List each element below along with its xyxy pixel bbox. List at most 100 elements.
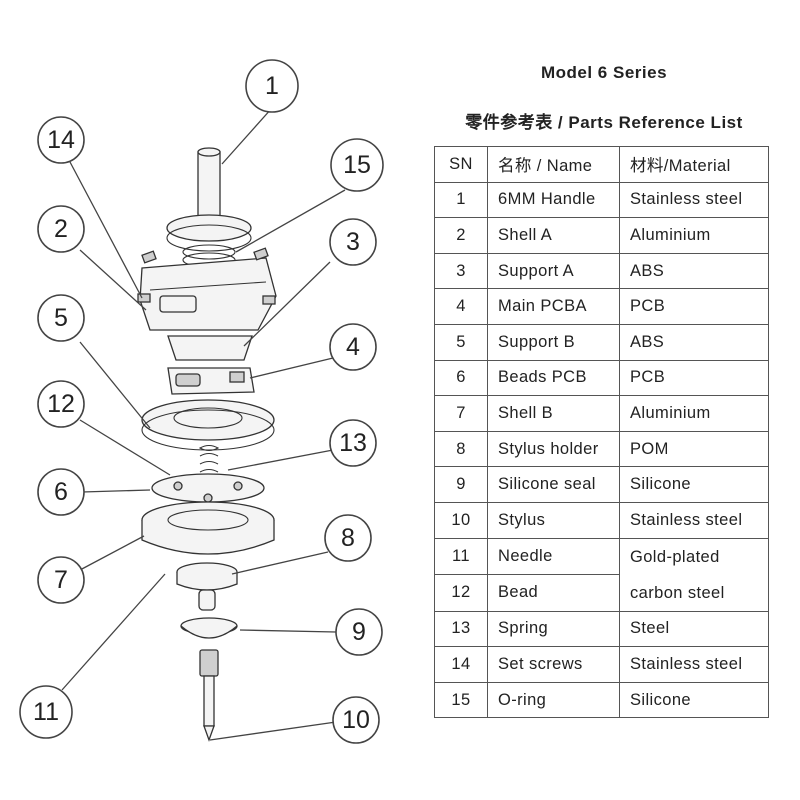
callout-11: 11	[19, 685, 73, 739]
table-row: 11 Needle Gold-plated carbon steel	[434, 537, 769, 612]
svg-text:7: 7	[54, 566, 68, 594]
cell-material: Stainless steel	[619, 501, 769, 539]
cell-sn: 12	[434, 574, 488, 612]
merged-material-line2: carbon steel	[630, 583, 725, 602]
cell-material: Stainless steel	[619, 181, 769, 219]
cell-name: Needle	[487, 537, 620, 576]
cell-sn: 3	[434, 252, 488, 290]
svg-text:15: 15	[343, 151, 371, 179]
cell-material: PCB	[619, 288, 769, 325]
support-b-shape	[141, 399, 275, 441]
cell-material: PCB	[619, 359, 769, 397]
callout-7: 7	[37, 556, 85, 604]
svg-text:5: 5	[54, 304, 68, 332]
callout-1: 1	[245, 59, 299, 113]
handle-flange	[166, 214, 252, 242]
column-header-name: 名称 / Name	[487, 146, 620, 183]
svg-text:3: 3	[346, 228, 360, 256]
callout-4: 4	[329, 323, 377, 371]
column-header-material: 材料/Material	[619, 146, 769, 183]
cell-material: Silicone	[619, 681, 769, 719]
svg-text:6: 6	[54, 478, 68, 506]
callout-9: 9	[335, 608, 383, 656]
table-header-row: SN 名称 / Name 材料/Material	[434, 146, 769, 183]
stylus-thread-shape	[199, 649, 219, 677]
callout-14: 14	[37, 116, 85, 164]
svg-text:2: 2	[54, 215, 68, 243]
cell-name: O-ring	[487, 681, 620, 719]
callout-10: 10	[332, 696, 380, 744]
cell-material: Aluminium	[619, 217, 769, 254]
cell-sn: 2	[434, 217, 488, 254]
callout-2: 2	[37, 205, 85, 253]
cell-material-merged: Gold-plated carbon steel	[619, 537, 769, 612]
handle-top	[197, 147, 221, 157]
callout-12: 12	[37, 380, 85, 428]
o-ring-shape	[182, 244, 236, 260]
cell-sn: 15	[434, 681, 488, 719]
model-title: Model 6 Series	[540, 63, 668, 82]
svg-text:4: 4	[346, 333, 360, 361]
cell-name: Main PCBA	[487, 288, 620, 325]
support-a-shape	[167, 335, 253, 361]
cell-sn: 7	[434, 395, 488, 432]
cell-name: Spring	[487, 610, 620, 648]
cell-sn: 11	[434, 537, 488, 576]
cell-sn: 10	[434, 501, 488, 539]
callout-13: 13	[329, 419, 377, 467]
cell-material: ABS	[619, 323, 769, 361]
cell-name: Support B	[487, 323, 620, 361]
set-screw-shape	[141, 250, 157, 264]
cell-material: ABS	[619, 252, 769, 290]
cell-sn: 9	[434, 466, 488, 503]
column-header-sn: SN	[434, 146, 488, 183]
shell-a-shape	[139, 257, 277, 331]
cell-sn: 1	[434, 181, 488, 219]
table-row: 12 Bead	[434, 574, 769, 612]
exploded-view-diagram: 1 14 15 2 3 5 4 12 13 6 8 7 9 11 10	[19, 59, 384, 744]
callout-3: 3	[329, 218, 377, 266]
svg-text:9: 9	[352, 618, 366, 646]
cell-sn: 14	[434, 646, 488, 683]
callout-15: 15	[330, 138, 384, 192]
cell-name: Beads PCB	[487, 359, 620, 397]
spring-shape	[198, 444, 220, 473]
cell-sn: 4	[434, 288, 488, 325]
cell-sn: 6	[434, 359, 488, 397]
merged-material-line1: Gold-plated	[630, 547, 720, 566]
cell-name: Shell B	[487, 395, 620, 432]
cell-name: 6MM Handle	[487, 181, 620, 219]
svg-text:11: 11	[33, 698, 59, 726]
parts-list-title: 零件参考表 / Parts Reference List	[465, 113, 743, 132]
callout-8: 8	[324, 514, 372, 562]
cell-material: Stainless steel	[619, 646, 769, 683]
cell-material: Steel	[619, 610, 769, 648]
cell-material: Aluminium	[619, 395, 769, 432]
cell-material: POM	[619, 430, 769, 468]
cell-name: Set screws	[487, 646, 620, 683]
svg-text:13: 13	[339, 429, 367, 457]
cell-name: Shell A	[487, 217, 620, 254]
cell-name: Stylus	[487, 501, 620, 539]
cell-name: Stylus holder	[487, 430, 620, 468]
callout-5: 5	[37, 294, 85, 342]
cell-name: Silicone seal	[487, 466, 620, 503]
svg-text:14: 14	[47, 126, 75, 154]
svg-text:8: 8	[341, 524, 355, 552]
cell-sn: 8	[434, 430, 488, 468]
cell-sn: 13	[434, 610, 488, 648]
callout-6: 6	[37, 468, 85, 516]
cell-name: Support A	[487, 252, 620, 290]
